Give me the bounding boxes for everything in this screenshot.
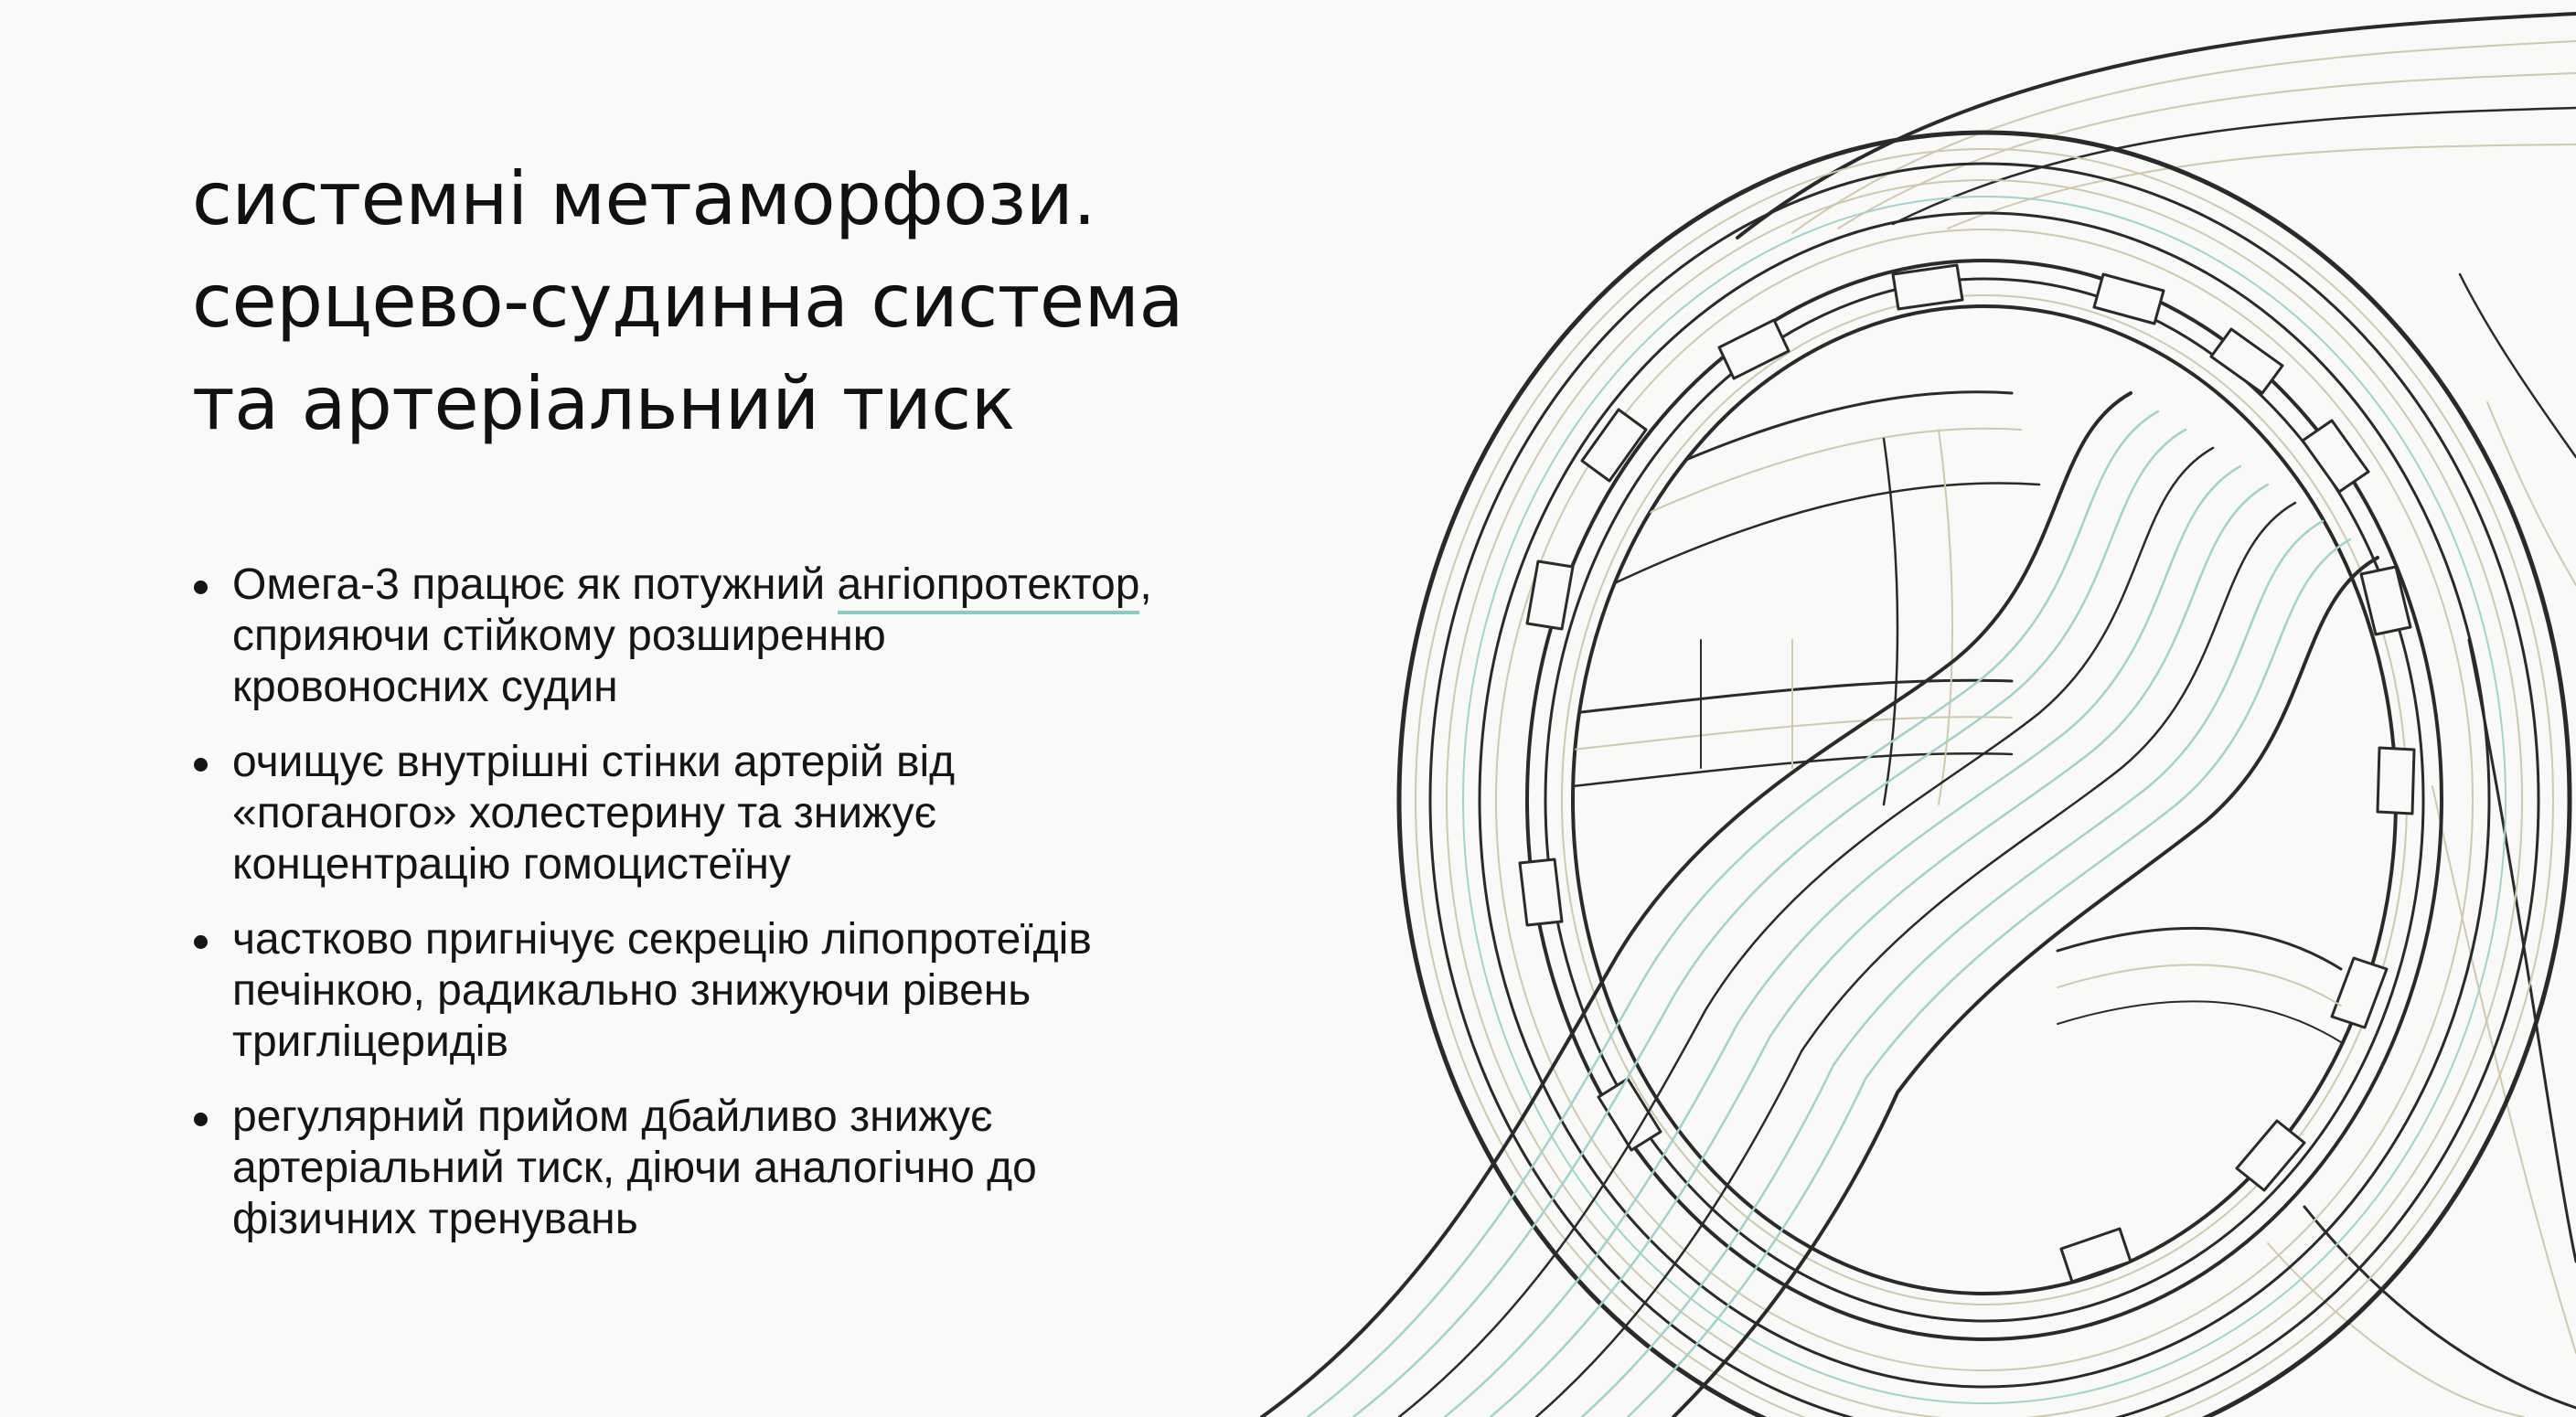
bullet-list: Омега-3 працює як потужний ангіопротекто… — [192, 559, 1289, 1269]
bullet-item: частково пригнічує секрецію ліпопротеїді… — [192, 914, 1289, 1068]
page-title: системні метаморфози. серцево-судинна си… — [192, 148, 1381, 455]
bullet-item: очищує внутрішні стінки артерій від «пог… — [192, 737, 1289, 890]
bullet-line: регулярний прийом дбайливо знижує — [232, 1092, 993, 1141]
bullet-dot-icon — [194, 758, 208, 772]
bullet-text: , — [1139, 560, 1152, 609]
bullet-dot-icon — [194, 581, 208, 594]
bullet-line: концентрацію гомоцистеїну — [232, 840, 791, 889]
bullet-line: очищує внутрішні стінки артерій від — [232, 738, 956, 786]
bullet-dot-icon — [194, 1113, 208, 1126]
bullet-line: «поганого» холестерину та знижує — [232, 789, 937, 837]
bullet-line: фізичних тренувань — [232, 1195, 638, 1243]
bullet-line: тригліцеридів — [232, 1017, 508, 1066]
bullet-line: частково пригнічує секрецію ліпопротеїді… — [232, 915, 1092, 964]
bullet-line: Омега-3 працює як потужний ангіопротекто… — [232, 559, 1289, 614]
bullet-item: Омега-3 працює як потужний ангіопротекто… — [192, 559, 1289, 713]
bullet-item: регулярний прийом дбайливо знижує артері… — [192, 1092, 1289, 1245]
bullet-text: Омега-3 працює як потужний — [232, 560, 838, 609]
bullet-dot-icon — [194, 935, 208, 949]
title-line: серцево-судинна система — [192, 259, 1183, 344]
highlighted-term: ангіопротектор — [837, 560, 1140, 614]
title-line: системні метаморфози. — [192, 156, 1096, 241]
title-line: та артеріальний тиск — [192, 361, 1015, 446]
bullet-line: печінкою, радикально знижуючи рівень — [232, 966, 1031, 1015]
bullet-line: кровоносних судин — [232, 663, 618, 711]
bullet-line: сприяючи стійкому розширенню — [232, 612, 886, 660]
bullet-line: артеріальний тиск, діючи аналогічно до — [232, 1144, 1037, 1192]
